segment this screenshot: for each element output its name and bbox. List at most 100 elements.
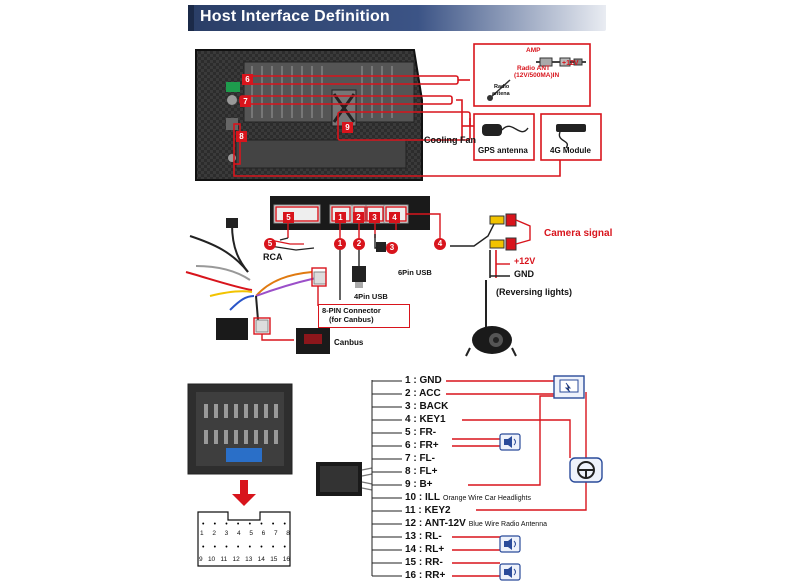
usb4-number: 2 (353, 238, 365, 250)
pin-label-14: 14 : RL+ (405, 544, 444, 556)
canbus-callout-lines (253, 267, 327, 341)
speaker-icon (499, 563, 521, 581)
radio-ant-spec-label: (12V/500MA)IN (514, 72, 560, 79)
camera-plus12v-label: +12V (514, 256, 536, 266)
speaker-icon (499, 433, 521, 451)
canbus-label: Canbus (334, 338, 364, 347)
fourg-module-icon (556, 124, 586, 149)
pin-grid-number: 11 (220, 556, 228, 563)
harness-main-plug (216, 318, 248, 340)
radio-antenna-label-1: Radio (494, 84, 510, 90)
head-unit-back-panel (195, 49, 423, 181)
reversing-lights-label: (Reversing lights) (496, 287, 573, 297)
port-3: 3 (369, 212, 380, 223)
callout-6: 6 (242, 74, 253, 85)
title-stripe (188, 5, 194, 31)
pin-label-7: 7 : FL- (405, 453, 435, 465)
pin-name: 7 : FL- (405, 453, 435, 464)
pin-name: 9 : B+ (405, 479, 433, 490)
wiring-harness (185, 223, 317, 321)
pin-name: 15 : RR- (405, 557, 443, 568)
pin-red-lines (446, 380, 587, 577)
pin-label-1: 1 : GND (405, 375, 442, 387)
title-banner: Host Interface Definition (188, 5, 606, 31)
pin-note: Orange Wire Car Headlights (443, 495, 531, 502)
radio-antenna-label-2: antena (492, 91, 510, 97)
pin-leader-lines (371, 380, 402, 577)
pin-name: 11 : KEY2 (405, 505, 451, 516)
harness-small-plug (313, 271, 327, 285)
pin-name: 2 : ACC (405, 388, 441, 399)
camera-port-number: 4 (434, 238, 446, 250)
gps-antenna-box (473, 113, 535, 161)
canbus-connector-label-1: 8-PIN Connector (322, 306, 381, 315)
pin-grid-row-2: 9 10 11 12 13 14 15 16 (199, 556, 290, 563)
radio-ant-label: Radio ANT (517, 65, 550, 72)
pin-grid-row-1: 1 2 3 4 5 6 7 8 (200, 530, 290, 537)
pin-name: 3 : BACK (405, 401, 449, 412)
pin-name: 16 : RR+ (405, 570, 446, 581)
pin-grid-number: 5 (249, 530, 253, 537)
pin-grid-number: 1 (200, 530, 204, 537)
port-4: 4 (389, 212, 400, 223)
usb4-label: 4Pin USB (354, 292, 388, 301)
steering-wheel-icon (569, 457, 603, 483)
canbus-connector-label-2: (for Canbus) (329, 315, 374, 324)
pin-label-2: 2 : ACC (405, 388, 441, 400)
pin-label-13: 13 : RL- (405, 531, 442, 543)
connector-cables (279, 223, 495, 300)
usb6-number: 3 (386, 242, 398, 254)
battery-icon (553, 375, 585, 399)
port-5: 5 (283, 212, 294, 223)
harness-connector-plug (316, 462, 373, 496)
pin-grid-number: 6 (261, 530, 266, 537)
gps-antenna-icon (482, 124, 529, 136)
pin-grid-number: 3 (224, 530, 229, 537)
callout-9: 9 (342, 122, 353, 133)
gps-antenna-label: GPS antenna (478, 146, 528, 155)
callout-8: 8 (236, 131, 247, 142)
rca-number: 5 (264, 238, 276, 250)
plus12v-amp-label: +12V (562, 60, 579, 67)
pin-name: 10 : ILL (405, 492, 441, 503)
pin-grid-number: 14 (257, 556, 265, 563)
camera-gnd-label: GND (514, 269, 534, 279)
pin-label-3: 3 : BACK (405, 401, 448, 413)
harness-small-plug (255, 319, 269, 333)
pin-grid-number: 2 (212, 530, 216, 537)
pin-label-15: 15 : RR- (405, 557, 443, 569)
pin-name: 6 : FR+ (405, 440, 439, 451)
camera-assembly (465, 213, 531, 357)
pin-grid-number: 15 (270, 556, 278, 563)
pin-grid-dots-1: •••••••• (202, 521, 286, 528)
pin-grid-number: 16 (282, 556, 290, 563)
pin-name: 5 : FR- (405, 427, 437, 438)
pin-name: 12 : ANT-12V (405, 518, 466, 529)
pin-grid-number: 13 (245, 556, 253, 563)
antenna-cable (487, 57, 586, 101)
canbus-port-number: 1 (334, 238, 346, 250)
usb-plug-icon (352, 266, 366, 288)
pin-name: 14 : RL+ (405, 544, 445, 555)
rca-label: RCA (263, 252, 283, 262)
harness-plug (226, 218, 238, 228)
pin-grid-number: 4 (236, 530, 241, 537)
pin-name: 8 : FL+ (405, 466, 438, 477)
speaker-icon (499, 535, 521, 553)
usb6-label: 6Pin USB (398, 268, 432, 277)
fourg-module-box (540, 113, 602, 161)
cooling-fan-label: Cooling Fan (424, 135, 476, 145)
pin-label-5: 5 : FR- (405, 427, 436, 439)
iso-plug-photo (187, 383, 293, 475)
callout-7: 7 (240, 96, 251, 107)
pin-name: 1 : GND (405, 375, 442, 386)
pin-note: Blue Wire Radio Antenna (468, 521, 547, 528)
camera-signal-label: Camera signal (544, 228, 613, 239)
page-title: Host Interface Definition (200, 8, 390, 25)
amp-label: AMP (526, 47, 541, 54)
pin-grid-number: 10 (207, 556, 216, 563)
pin-label-11: 11 : KEY2 (405, 505, 451, 517)
